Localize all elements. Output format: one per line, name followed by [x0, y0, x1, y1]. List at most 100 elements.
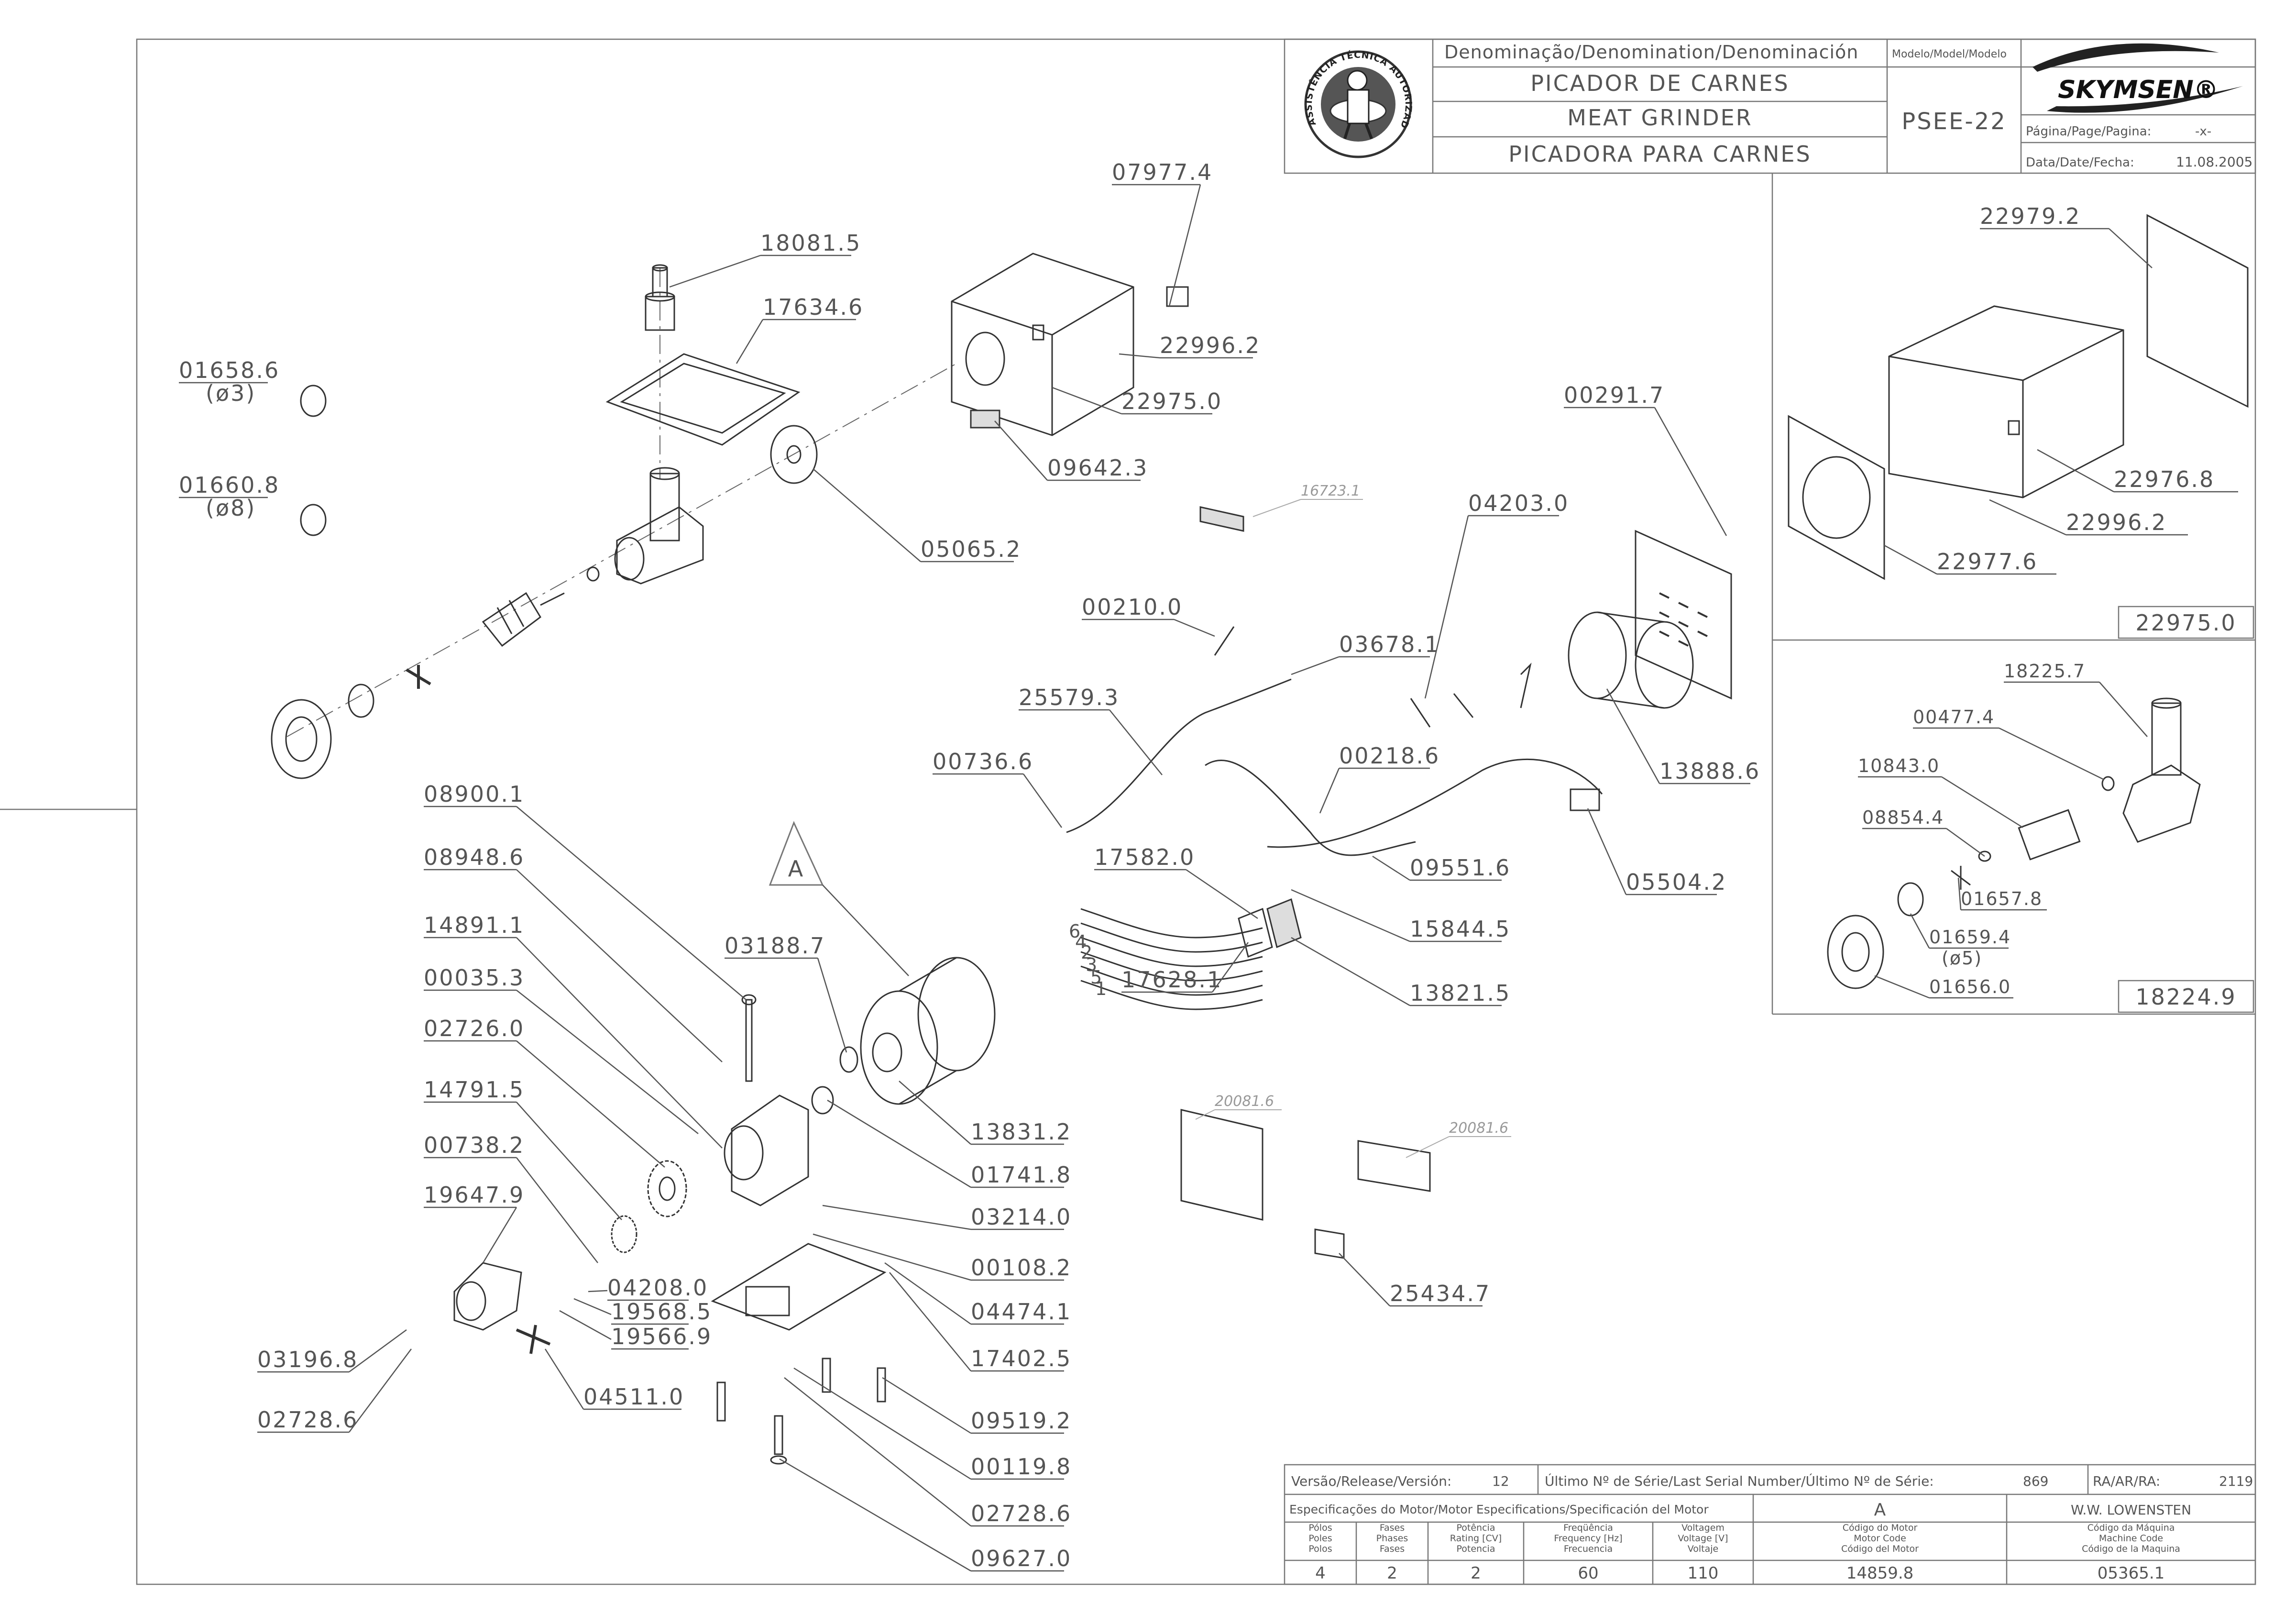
leader-line: [1291, 656, 1340, 675]
label-22996-inset: 22996.2: [2066, 509, 2167, 535]
part-label-p08948: 08948.6: [424, 844, 525, 870]
part-label-p09627: 09627.0: [971, 1546, 1072, 1571]
date-value: 11.08.2005: [2176, 154, 2252, 170]
leader-line: [1372, 855, 1410, 881]
leader-line: [588, 1290, 608, 1293]
part-label-p04203: 04203.0: [1468, 490, 1569, 516]
ring-nut: [271, 699, 332, 779]
leader-line: [348, 1348, 412, 1433]
release-label: Versão/Release/Versión:: [1291, 1473, 1451, 1489]
spec-value-2: 2: [1471, 1564, 1481, 1583]
part-label-p17628: 17628.1: [1121, 967, 1222, 993]
leader-line: [516, 806, 747, 1000]
foot-3: [822, 1358, 831, 1393]
part-label-p14891: 14891.1: [424, 912, 525, 938]
page-value: -x-: [2195, 124, 2211, 139]
leader-line: [1424, 515, 1469, 699]
leader-line: [793, 1367, 971, 1480]
page-label: Página/Page/Pagina:: [2026, 124, 2151, 139]
spec-header-0-h1: Pólos: [1308, 1523, 1332, 1533]
spec-header-1-h3: Fases: [1380, 1544, 1405, 1554]
footer-table: Versão/Release/Versión: 12 Último Nº de …: [1284, 1464, 2256, 1585]
spec-header-2-h2: Rating [CV]: [1450, 1533, 1502, 1544]
part-label-p15844: 15844.5: [1410, 916, 1511, 942]
part-label-p00119: 00119.8: [971, 1454, 1072, 1480]
leader-line: [822, 1204, 971, 1230]
part-label-p17402: 17402.5: [971, 1346, 1072, 1371]
serial-value: 869: [2023, 1473, 2048, 1489]
part-label-p25434: 25434.7: [1390, 1281, 1491, 1306]
part-label-p03678: 03678.1: [1339, 631, 1440, 657]
part-label-p00218: 00218.6: [1339, 743, 1440, 769]
part-label-p18081: 18081.5: [760, 230, 861, 256]
part-label-w1: 1: [1095, 978, 1108, 999]
part-label-p01660d: (ø8): [206, 495, 256, 521]
motor-washer: [811, 1086, 834, 1115]
leader-line: [559, 1310, 612, 1340]
part-label-p05504: 05504.2: [1626, 869, 1727, 895]
spec-value-5: 14859.8: [1846, 1564, 1914, 1583]
product-name-es: PICADORA PARA CARNES: [1508, 141, 1811, 167]
spec-header-4-h3: Voltaje: [1688, 1544, 1719, 1554]
label-20081-b: 20081.6: [1449, 1120, 1508, 1137]
inset-head-panel: 18224.9 18225.7 00477.4 10843.0 08854.4 …: [1772, 661, 2255, 1015]
data-plate: [970, 409, 1000, 429]
leader-line: [1211, 942, 1249, 993]
leader-line: [1654, 407, 1727, 536]
leader-line: [516, 1157, 598, 1263]
part-label-p00210: 00210.0: [1082, 594, 1183, 620]
spec-header-6-h2: Machine Code: [2099, 1533, 2163, 1544]
motor-variant: A: [1874, 1500, 1886, 1520]
leader-line: [784, 1377, 971, 1526]
spec-value-6: 05365.1: [2098, 1564, 2165, 1583]
spec-header-3-h1: Freqüência: [1563, 1523, 1613, 1533]
leader-line: [573, 1298, 612, 1315]
part-label-p03214: 03214.0: [971, 1204, 1072, 1230]
gasket-disc: [770, 425, 818, 484]
part-label-p01741: 01741.8: [971, 1162, 1072, 1188]
leader-line: [1319, 768, 1340, 814]
leader-line: [813, 1233, 971, 1281]
part-label-p08900: 08900.1: [424, 781, 525, 807]
leader-line: [1119, 353, 1160, 359]
product-name-en: MEAT GRINDER: [1567, 105, 1752, 131]
wiring-harness: [1066, 626, 1603, 1010]
label-10843: 10843.0: [1858, 755, 1940, 776]
part-label-pA: A: [788, 856, 804, 882]
spec-value-3: 60: [1578, 1564, 1598, 1583]
label-22977: 22977.6: [1937, 549, 2038, 574]
part-label-w2: 2: [1081, 942, 1093, 963]
cable-label: [1570, 788, 1600, 811]
plate-3mm: [300, 385, 327, 417]
leader-line: [1587, 808, 1627, 895]
gear-wheel: [647, 1160, 687, 1217]
fan-cover-ring: [1568, 611, 1694, 709]
spec-header-0-h3: Polos: [1308, 1544, 1332, 1554]
foot-2: [774, 1415, 783, 1455]
part-label-p05065: 05065.2: [921, 536, 1022, 562]
svg-text:ASSISTÊNCIA TÉCNICA AUTORIZADA: ASSISTÊNCIA TÉCNICA AUTORIZADA: [0, 0, 1414, 130]
leader-line: [516, 937, 723, 1149]
grinder-head-assembly: [271, 264, 957, 779]
part-label-p14791: 14791.5: [424, 1077, 525, 1103]
spec-header-0-h2: Poles: [1308, 1533, 1332, 1544]
model-header: Modelo/Model/Modelo: [1892, 48, 2007, 60]
foot-1: [716, 1381, 726, 1422]
spec-header-3-h3: Frecuencia: [1564, 1544, 1613, 1554]
spec-header-4-h2: Voltage [V]: [1678, 1533, 1728, 1544]
date-label: Data/Date/Fecha:: [2026, 155, 2134, 170]
part-label-p22996a: 22996.2: [1160, 332, 1261, 358]
brand-logo-text: SKYMSEN®: [2058, 76, 2219, 104]
spec-header-6-h3: Código de la Maquina: [2082, 1544, 2180, 1554]
part-label-p03188: 03188.7: [725, 933, 825, 959]
part-label-p00736: 00736.6: [933, 749, 1033, 774]
part-label-p01658d: (ø3): [206, 380, 256, 406]
part-label-p19647: 19647.9: [424, 1182, 525, 1208]
spec-header-2-h3: Potencia: [1457, 1544, 1495, 1554]
author: W.W. LOWENSTEN: [2071, 1502, 2191, 1518]
label-08854: 08854.4: [1862, 807, 1944, 828]
part-label-p17634: 17634.6: [763, 294, 864, 320]
leader-line: [1052, 387, 1122, 415]
leader-line: [817, 958, 847, 1053]
